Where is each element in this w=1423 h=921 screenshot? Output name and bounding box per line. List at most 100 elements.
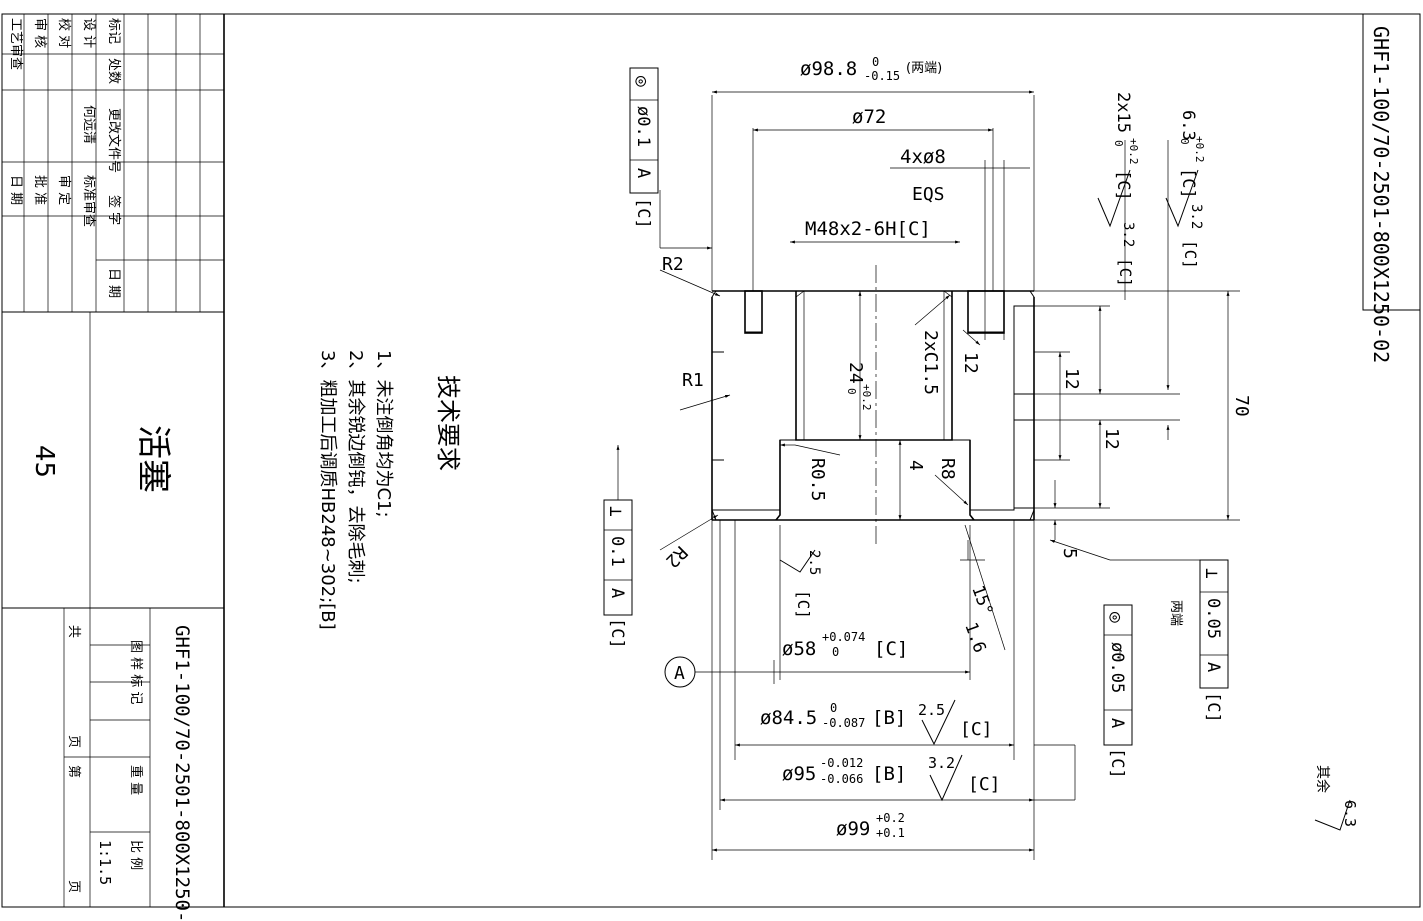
tb-count: 处数 xyxy=(106,58,121,84)
note-2: 2、其余锐边倒钝，去除毛刺; xyxy=(345,350,366,584)
note-1: 1、未注倒角均为C1; xyxy=(373,350,394,518)
gdt2-tol: 0.1 xyxy=(607,536,627,567)
dimension-texts: ø98.8 0 -0.15 (两端) ø72 4xø8 EQS M48x2-6H… xyxy=(661,55,1252,840)
tb-sheet: 第 xyxy=(66,765,81,778)
dim-r05: R0.5 xyxy=(807,458,828,501)
dim-d58-lo: 0 xyxy=(832,645,839,659)
tb-part-name: 活塞 xyxy=(133,425,173,493)
tb-drawing-no: GHF1-100/70-2501-800X1250-02 xyxy=(171,625,193,921)
technical-notes: 技术要求 1、未注倒角均为C1; 2、其余锐边倒钝，去除毛刺; 3、粗加工后调质… xyxy=(317,350,462,630)
tb-review: 审 核 xyxy=(32,18,47,48)
roughness-ref-2: [C] xyxy=(1181,240,1200,269)
dim-d99-up: +0.2 xyxy=(876,811,905,825)
dim-d95-lo: -0.066 xyxy=(820,772,863,786)
gdt1-ref: [C] xyxy=(633,198,653,229)
dim-groove-w-ref: [C] xyxy=(1113,170,1133,201)
title-block: 标记 处数 更改文件号 签 字 日 期 设 计 何远清 标准审查 校 对 审 定… xyxy=(1,13,225,921)
roughness-ref-4: [C] xyxy=(960,719,993,740)
tb-weight: 重 量 xyxy=(128,765,144,795)
roughness-sym-5 xyxy=(929,754,963,802)
dim-top-od-lo: -0.15 xyxy=(864,69,900,83)
part-section xyxy=(711,160,1076,860)
dim-groove-d-ref: [C] xyxy=(1178,168,1198,199)
dim-d95-ref: [B] xyxy=(872,763,906,785)
gdt-frame-3: ◎ ø0.05 A [C] xyxy=(1103,604,1133,779)
notes-title: 技术要求 xyxy=(434,375,462,471)
roughness-sym-1 xyxy=(1097,169,1131,228)
tb-mark: 标记 xyxy=(106,18,121,44)
gdt4-sym: ⊥ xyxy=(1201,568,1222,579)
dim-len16: 1.6 xyxy=(960,620,989,656)
sheet-border xyxy=(1,13,1421,908)
datum-a-label: A xyxy=(674,663,685,684)
tb-sheet-unit-1: 页 xyxy=(66,735,81,748)
gdt-frame-4: ⊥ 0.05 A [C] 两端 xyxy=(1168,559,1229,723)
roughness-r32a: 3.2 xyxy=(1120,222,1136,247)
dim-eqs: EQS xyxy=(912,184,945,205)
tb-sign: 签 字 xyxy=(106,195,122,225)
dim-depth24-up: +0.2 xyxy=(860,384,873,411)
dim-5: 5 xyxy=(1059,548,1080,559)
dim-d845-up: 0 xyxy=(830,701,837,715)
dim-groove-d-up: +0.2 xyxy=(1193,136,1206,163)
gdt4-ref: [C] xyxy=(1203,692,1223,723)
dimension-lines xyxy=(616,90,1240,852)
dim-d58-up: +0.074 xyxy=(822,630,865,644)
gdt3-sym: ◎ xyxy=(1105,612,1126,623)
roughness-rest: 其余 xyxy=(1314,765,1331,793)
dim-12c: 12 xyxy=(1101,428,1122,450)
dim-d95-up: -0.012 xyxy=(820,756,863,770)
gdt1-tol: ø0.1 xyxy=(633,106,653,147)
tb-drawing-mark: 图 样 标 记 xyxy=(128,640,143,704)
tb-date: 日 期 xyxy=(8,175,23,205)
dim-r2-bottom: R2 xyxy=(661,541,691,571)
dim-depth24-lo: 0 xyxy=(845,388,858,395)
roughness-symbols: 3.2 [C] 3.2 [C] 2.5 [C] 2.5 [C] 3.2 [C] … xyxy=(779,169,1359,831)
gdt2-ref: [C] xyxy=(607,618,627,649)
dim-holes: 4xø8 xyxy=(900,146,946,168)
dim-top-od-note: (两端) xyxy=(906,61,942,76)
gdt2-datum: A xyxy=(607,588,627,598)
gdt-frame-1: ◎ ø0.1 A [C] xyxy=(629,67,659,229)
dim-12b: 12 xyxy=(1061,368,1082,390)
gdt-frame-2: ⊥ 0.1 A [C] xyxy=(603,499,633,649)
dim-d845-lo: -0.087 xyxy=(822,716,865,730)
gdt2-sym: ⊥ xyxy=(605,506,626,517)
gdt1-datum: A xyxy=(633,168,653,178)
dim-top-od-up: 0 xyxy=(872,55,879,69)
gdt3-tol: ø0.05 xyxy=(1107,642,1127,693)
dim-groove-d: 6.3 xyxy=(1178,110,1198,141)
corner-number: GHF1-100/70-2501-800X1250-02 xyxy=(1369,26,1393,363)
dim-d845: ø84.5 xyxy=(760,707,817,729)
dim-12a: 12 xyxy=(960,352,981,374)
dim-d99: ø99 xyxy=(836,818,870,840)
tb-scale: 1:1.5 xyxy=(96,840,114,885)
tb-date-header: 日 期 xyxy=(106,268,121,298)
tb-change-doc: 更改文件号 xyxy=(106,108,121,173)
datum-a-bubble xyxy=(664,656,696,688)
dim-depth24: 24 xyxy=(845,362,866,384)
note-3: 3、粗加工后调质HB248~302;[B] xyxy=(317,350,338,630)
gdt3-ref: [C] xyxy=(1107,748,1127,779)
dim-d845-ref: [B] xyxy=(872,707,906,729)
dim-d58: ø58 xyxy=(782,638,816,660)
dim-70: 70 xyxy=(1231,395,1252,417)
tb-total: 共 xyxy=(66,625,81,638)
roughness-sym-6 xyxy=(1314,799,1351,831)
dim-r8: R8 xyxy=(937,458,958,480)
dim-top-od: ø98.8 xyxy=(800,58,857,80)
roughness-r25a: 2.5 xyxy=(806,550,822,575)
tb-ratify: 批 准 xyxy=(32,175,47,205)
dim-d99-lo: +0.1 xyxy=(876,826,905,840)
dim-r1: R1 xyxy=(682,370,704,391)
dim-d72: ø72 xyxy=(852,106,886,128)
tb-material: 45 xyxy=(29,445,59,478)
dim-thread: M48x2-6H[C] xyxy=(805,218,931,240)
dim-groove-d-lo: 0 xyxy=(1178,138,1191,145)
roughness-ref-3: [C] xyxy=(794,590,813,619)
dim-d95: ø95 xyxy=(782,763,816,785)
roughness-r63: 6.3 xyxy=(1341,800,1359,827)
tb-sheet-unit-2: 页 xyxy=(66,880,81,893)
gdt4-datum: A xyxy=(1203,662,1223,672)
dim-d58-ref: [C] xyxy=(874,638,908,660)
